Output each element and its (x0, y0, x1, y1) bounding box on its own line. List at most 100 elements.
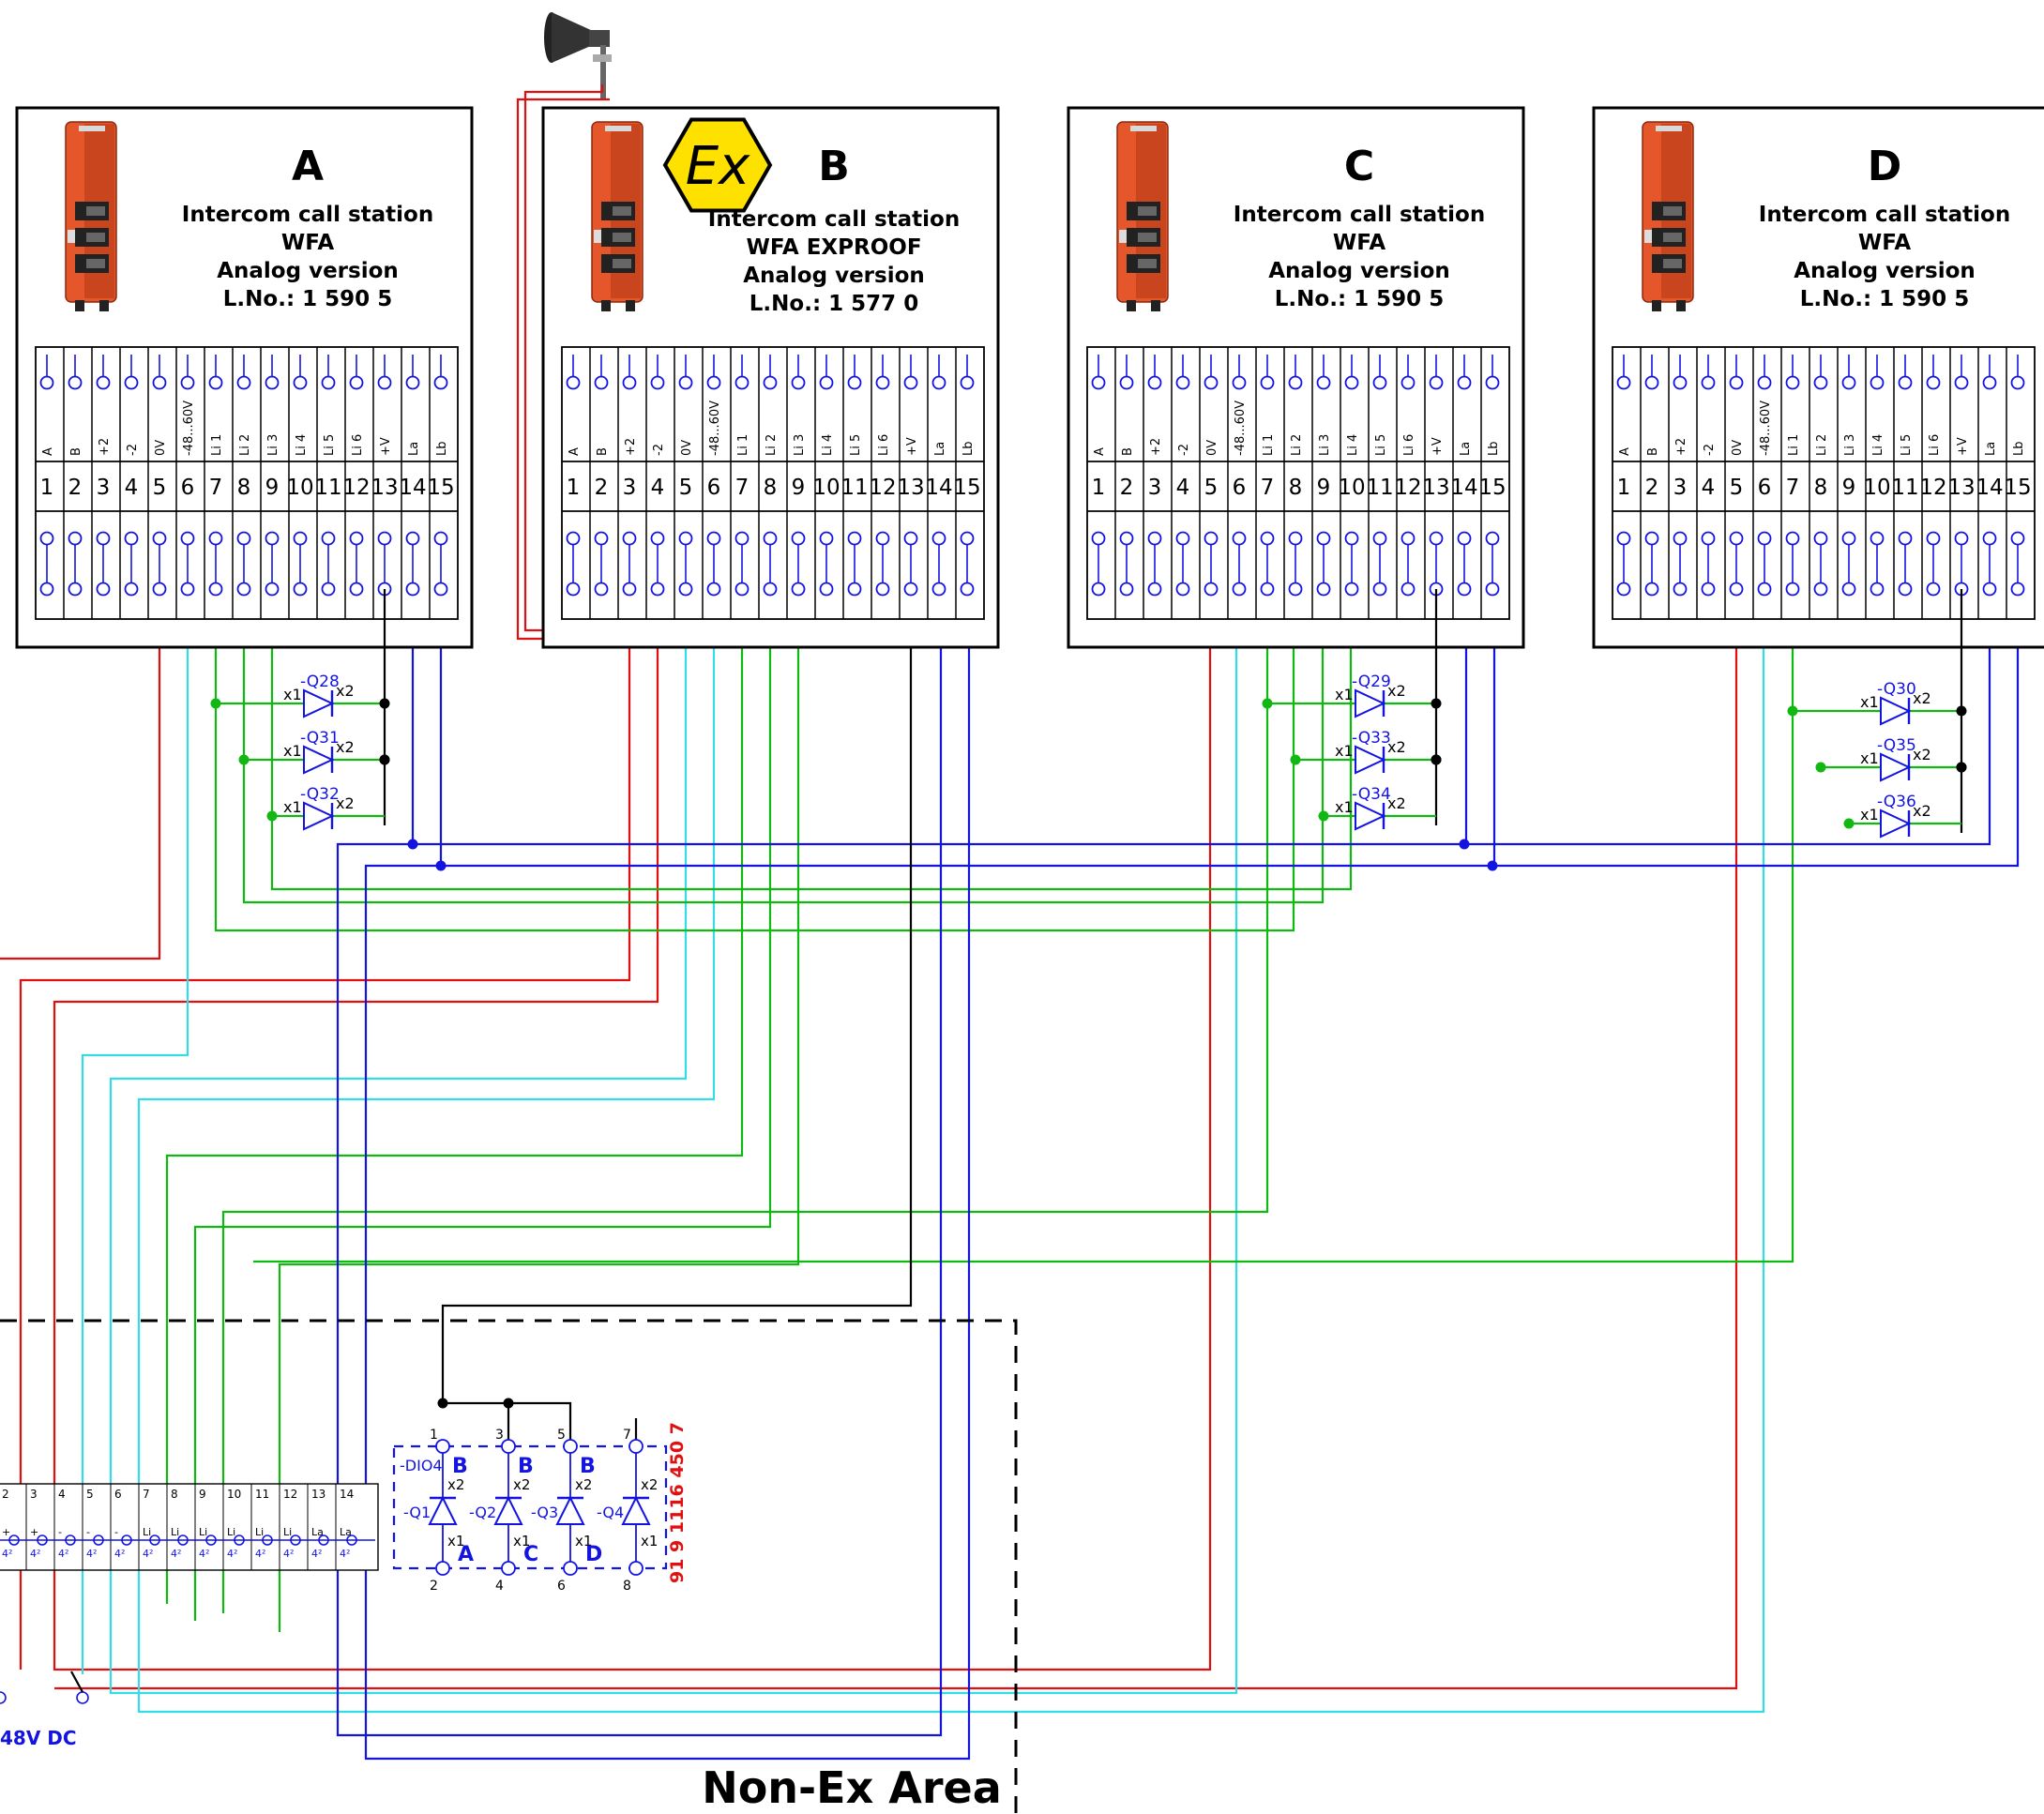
terminal-number: 9 (265, 476, 280, 500)
strip-number: 10 (227, 1488, 241, 1501)
terminal-label: Li 2 (238, 434, 252, 456)
terminal-number: 12 (1919, 476, 1946, 500)
terminal-screw-icon (734, 582, 749, 597)
terminal-screw-icon (594, 531, 609, 546)
diode-symbol-icon (1880, 752, 1912, 782)
terminal-label: Li 2 (1815, 434, 1829, 456)
diode-symbol-icon (1355, 745, 1386, 775)
station-info-line: L.No.: 1 590 5 (223, 287, 392, 311)
terminal-label: +2 (98, 438, 112, 456)
terminal-number: 1 (1617, 476, 1631, 500)
wire-cyan (109, 589, 1238, 1695)
diode-pin-label: x1 (1335, 686, 1354, 703)
strip-sign: Li (199, 1526, 207, 1538)
terminal-number: 5 (153, 476, 167, 500)
dio-name: -DIO4 (400, 1457, 443, 1474)
terminal-screw-icon (349, 531, 364, 546)
terminal-label: +2 (1674, 438, 1688, 456)
dio-top-label: B (518, 1455, 534, 1478)
diode-pin-label: x1 (283, 742, 302, 760)
junction-dot (1487, 860, 1498, 871)
diode-pin-label: x1 (641, 1533, 658, 1549)
wire-green (278, 589, 800, 1632)
terminal-number: 1 (40, 476, 54, 500)
terminal-screw-icon (1729, 531, 1744, 546)
diode-pin-label: x2 (1913, 802, 1931, 820)
diode-symbol-icon (428, 1495, 458, 1525)
strip-sign: - (114, 1526, 118, 1538)
supply-terminal-icon (76, 1691, 89, 1704)
diode-symbol-icon (303, 801, 335, 831)
terminal-label: Lb (435, 442, 449, 457)
terminal-label: -2 (126, 444, 140, 456)
diode-pin-label: x1 (1335, 742, 1354, 760)
terminal-number: 9 (1842, 476, 1856, 500)
station-letter: C (1344, 143, 1374, 190)
terminal-label: Lb (961, 442, 976, 457)
terminal-number: 6 (707, 476, 721, 500)
diode-pin-label: x2 (447, 1476, 464, 1493)
wire-green (193, 589, 772, 1621)
strip-sub: 4² (199, 1548, 209, 1560)
terminal-screw-icon (706, 375, 721, 390)
terminal-screw-icon (1147, 375, 1162, 390)
terminal-number: 6 (181, 476, 195, 500)
junction-dot (437, 1398, 448, 1409)
terminal-screw-icon (1260, 531, 1275, 546)
strip-sub: 4² (86, 1548, 97, 1560)
terminal-screw-icon (1813, 375, 1828, 390)
terminal-screw-icon (1147, 531, 1162, 546)
terminal-number: 11 (1366, 476, 1393, 500)
wire-black (443, 1401, 572, 1446)
terminal-label: Li 4 (1346, 434, 1360, 456)
terminal-screw-icon (349, 375, 364, 390)
diode-symbol-icon (303, 688, 335, 718)
diode-name: -Q36 (1877, 793, 1916, 811)
terminal-label: Li 5 (1900, 434, 1914, 456)
terminal-label: Li 1 (736, 434, 750, 456)
terminal-block (1612, 346, 2036, 620)
wire-red (53, 589, 1212, 1671)
diode-pin-label: x1 (283, 798, 302, 816)
terminal-screw-icon (124, 531, 139, 546)
terminal-screw-icon (931, 582, 946, 597)
diode-name: -Q32 (300, 785, 340, 804)
terminal-screw-icon (791, 375, 806, 390)
station-info-line: Analog version (217, 259, 399, 283)
ex-symbol-text: Ex (686, 136, 750, 197)
terminal-screw-icon (1644, 375, 1659, 390)
call-station-device-icon (1642, 121, 1694, 311)
junction-dot (379, 754, 390, 765)
terminal-screw-icon (678, 582, 693, 597)
wire-black (441, 589, 913, 1403)
strip-sub: 4² (143, 1548, 153, 1560)
terminal-screw-icon (1644, 531, 1659, 546)
terminal-screw-icon (1785, 375, 1800, 390)
terminal-label: +2 (624, 438, 638, 456)
diode-symbol-icon (1355, 801, 1386, 831)
terminal-screw-icon (1813, 582, 1828, 597)
terminal-screw-icon (152, 375, 167, 390)
terminal-screw-icon (1785, 531, 1800, 546)
terminal-number: 9 (1317, 476, 1331, 500)
strip-sign: Li (227, 1526, 235, 1538)
terminal-label: Li 6 (351, 434, 365, 456)
diode-pin-label: x2 (1913, 689, 1931, 707)
terminal-screw-icon (321, 582, 336, 597)
diode-pin-label: x2 (513, 1476, 530, 1493)
diode-symbol-icon (1880, 696, 1912, 726)
terminal-screw-icon (1841, 375, 1856, 390)
terminal-screw-icon (180, 582, 195, 597)
terminal-screw-icon (321, 375, 336, 390)
terminal-number: 11 (840, 476, 868, 500)
terminal-screw-icon (819, 531, 834, 546)
terminal-label: B (1121, 447, 1135, 456)
diode-pin-label: x2 (1387, 794, 1406, 812)
terminal-screw-icon (1982, 375, 1997, 390)
terminal-number: 12 (869, 476, 896, 500)
terminal-screw-icon (1757, 582, 1772, 597)
terminal-screw-icon (433, 375, 448, 390)
diode-pin-label: x2 (575, 1476, 592, 1493)
supply-label: 48V DC (0, 1727, 77, 1749)
diode-pin-label: x1 (513, 1533, 530, 1549)
